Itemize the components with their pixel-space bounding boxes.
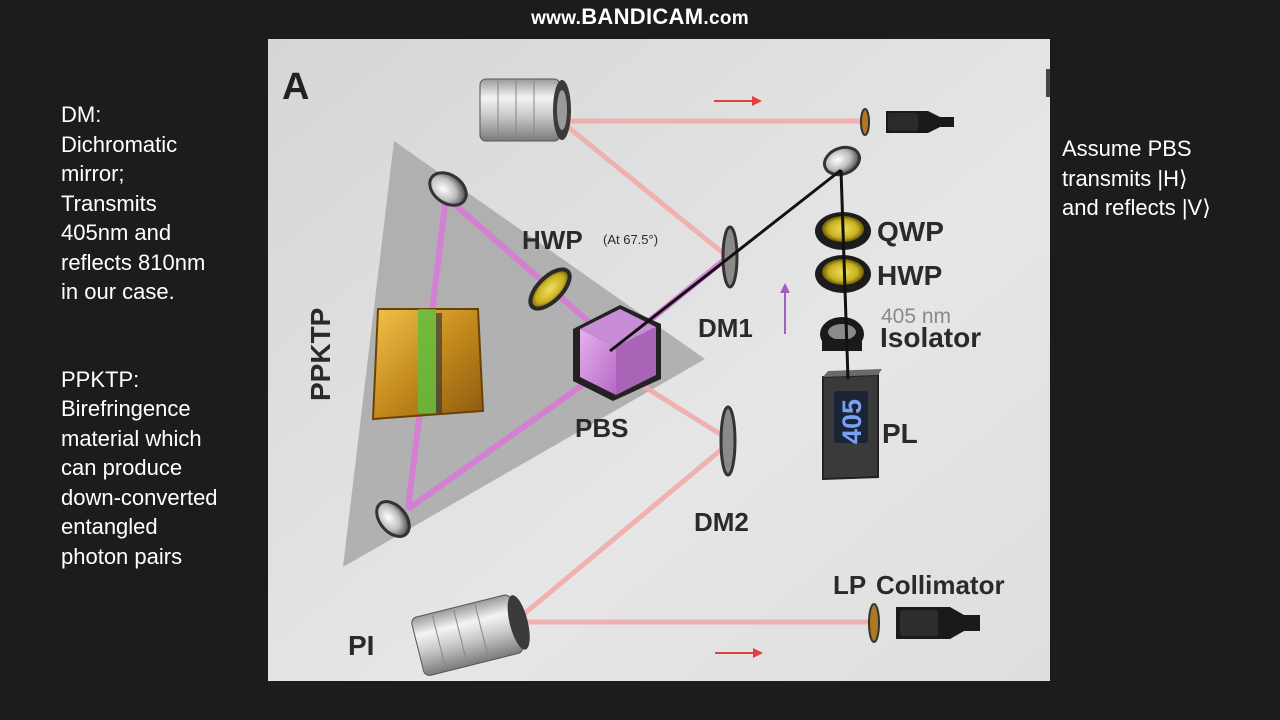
- note-line: transmits |H⟩: [1062, 165, 1188, 191]
- note-line: entangled: [61, 514, 158, 539]
- isolator-label: Isolator: [880, 322, 981, 353]
- diagram-canvas: A PPKTP HWP (At 67.5°): [268, 39, 1050, 681]
- dm-note: DM: Dichromatic mirror; Transmits 405nm …: [61, 100, 261, 307]
- watermark-prefix: www.: [531, 8, 582, 29]
- note-line: material which: [61, 425, 202, 451]
- pump-steering-mirror: [823, 145, 861, 177]
- qwp-label: QWP: [877, 216, 944, 247]
- watermark-suffix: .com: [703, 8, 749, 29]
- top-collimator: [886, 111, 954, 133]
- note-line: Assume PBS: [1062, 136, 1192, 161]
- hwp-pump-label: HWP: [877, 260, 942, 291]
- loop-half-wave-plate: [528, 267, 572, 311]
- annotation-line-vertical: [839, 169, 850, 380]
- arrow-top: [714, 96, 762, 106]
- bottom-long-pass-filter: [868, 603, 880, 643]
- bottom-collimator: [896, 607, 980, 639]
- note-line: reflects 810nm: [61, 249, 206, 275]
- annotation-path: [609, 168, 850, 380]
- collimator-label: Collimator: [876, 570, 1005, 600]
- dichroic-mirror-2: [719, 405, 737, 477]
- note-line: can produce: [61, 455, 183, 480]
- lp-label: LP: [833, 570, 866, 600]
- note-line: photon pairs: [61, 543, 183, 569]
- note-line: PPKTP:: [61, 366, 140, 392]
- diagram-edge-strip: [1046, 69, 1050, 97]
- pbs-note: Assume PBS transmits |H⟩ and reflects |V…: [1062, 134, 1272, 223]
- note-line: mirror;: [61, 161, 125, 186]
- panel-label: A: [282, 66, 309, 108]
- arrow-purple: [780, 283, 790, 334]
- bottom-fiber-coupler: [411, 594, 530, 676]
- hwp-angle-label: (At 67.5°): [603, 232, 658, 247]
- optical-setup-diagram: A PPKTP HWP (At 67.5°): [268, 39, 1050, 681]
- pl-label: PL: [882, 418, 918, 449]
- pump-laser: [822, 369, 882, 481]
- photon-beam-dm2-to-pi: [516, 442, 730, 621]
- top-long-pass-filter: [860, 108, 870, 136]
- dm1-label: DM1: [698, 313, 753, 343]
- pi-label: PI: [348, 630, 374, 661]
- ppktp-label: PPKTP: [305, 308, 336, 401]
- pump-beam-lower: [406, 361, 614, 512]
- laser-display-text: 405: [837, 399, 867, 444]
- ppktp-crystal: [371, 308, 485, 421]
- ppktp-note: PPKTP: Birefringence material which can …: [61, 365, 261, 572]
- note-line: in our case.: [61, 279, 175, 304]
- note-line: 405nm and: [61, 220, 172, 245]
- note-line: Birefringence: [61, 396, 191, 421]
- photon-beam-to-dm1: [561, 121, 730, 259]
- top-fiber-coupler: [479, 78, 571, 142]
- arrow-bottom: [715, 648, 763, 658]
- note-line: down-converted: [61, 484, 218, 510]
- note-line: and reflects |V⟩: [1062, 195, 1211, 220]
- watermark-brand: BANDICAM: [581, 4, 704, 29]
- dm2-label: DM2: [694, 507, 749, 537]
- optical-isolator: [820, 317, 864, 351]
- note-line: Transmits: [61, 190, 157, 216]
- ppktp-sagnac-triangle: [343, 141, 705, 567]
- left-notes: DM: Dichromatic mirror; Transmits 405nm …: [61, 100, 261, 571]
- annotation-line-diagonal: [609, 168, 842, 353]
- note-line: Dichromatic: [61, 131, 178, 157]
- loop-mirror-top: [428, 171, 468, 207]
- pbs-label: PBS: [575, 413, 628, 443]
- wavelength-label: 405 nm: [881, 305, 951, 328]
- hwp-loop-label: HWP: [522, 225, 583, 255]
- loop-mirror-bottom: [375, 500, 411, 538]
- watermark: www.BANDICAM.com: [0, 4, 1280, 30]
- pump-beam-upper: [444, 194, 614, 345]
- note-line: DM:: [61, 102, 102, 127]
